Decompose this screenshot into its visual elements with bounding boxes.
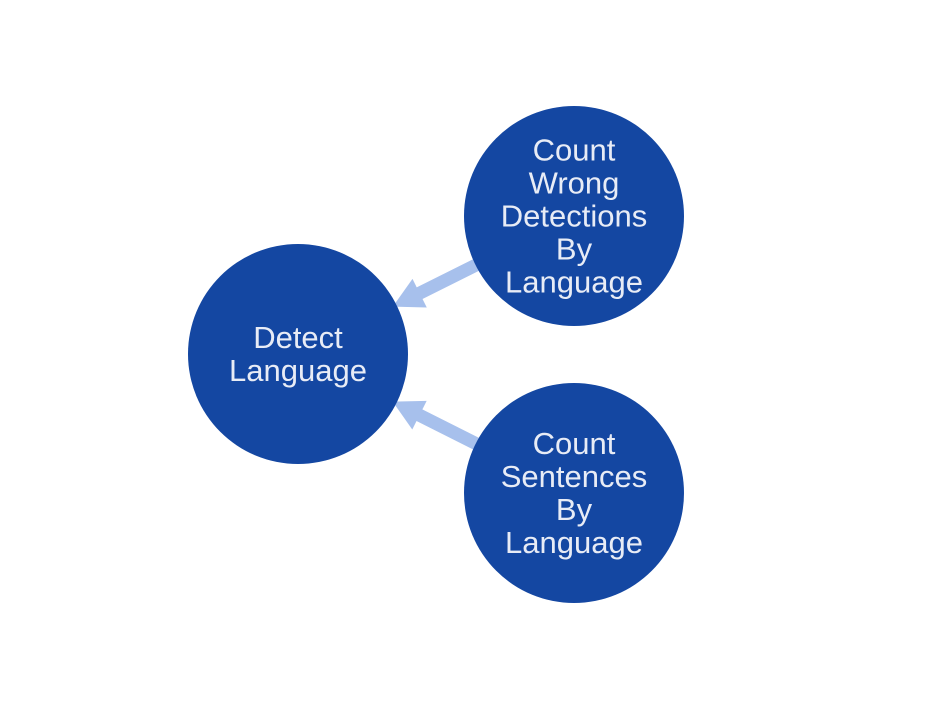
edges-layer [392, 257, 483, 452]
node-label-line: Language [505, 525, 643, 560]
node-label-line: Sentences [501, 459, 648, 494]
edge-shaft [414, 408, 483, 452]
node-label-line: Detections [501, 199, 647, 234]
node-label-line: Count [533, 133, 616, 168]
edge-shaft [414, 257, 483, 300]
node-label-line: Language [505, 265, 643, 300]
node-circle [464, 106, 684, 326]
node-label-line: Language [229, 353, 367, 388]
edge-arrow [392, 257, 483, 308]
node-label-line: By [556, 492, 593, 527]
edge-arrowhead [392, 400, 427, 430]
node-label-line: Wrong [529, 166, 620, 201]
edge-arrowhead [392, 278, 427, 308]
node-circle [464, 383, 684, 603]
edge-arrow [392, 400, 483, 452]
node-label-line: By [556, 232, 593, 267]
node-circle [188, 244, 408, 464]
node-label-line: Detect [253, 320, 343, 355]
node-label-line: Count [533, 426, 616, 461]
